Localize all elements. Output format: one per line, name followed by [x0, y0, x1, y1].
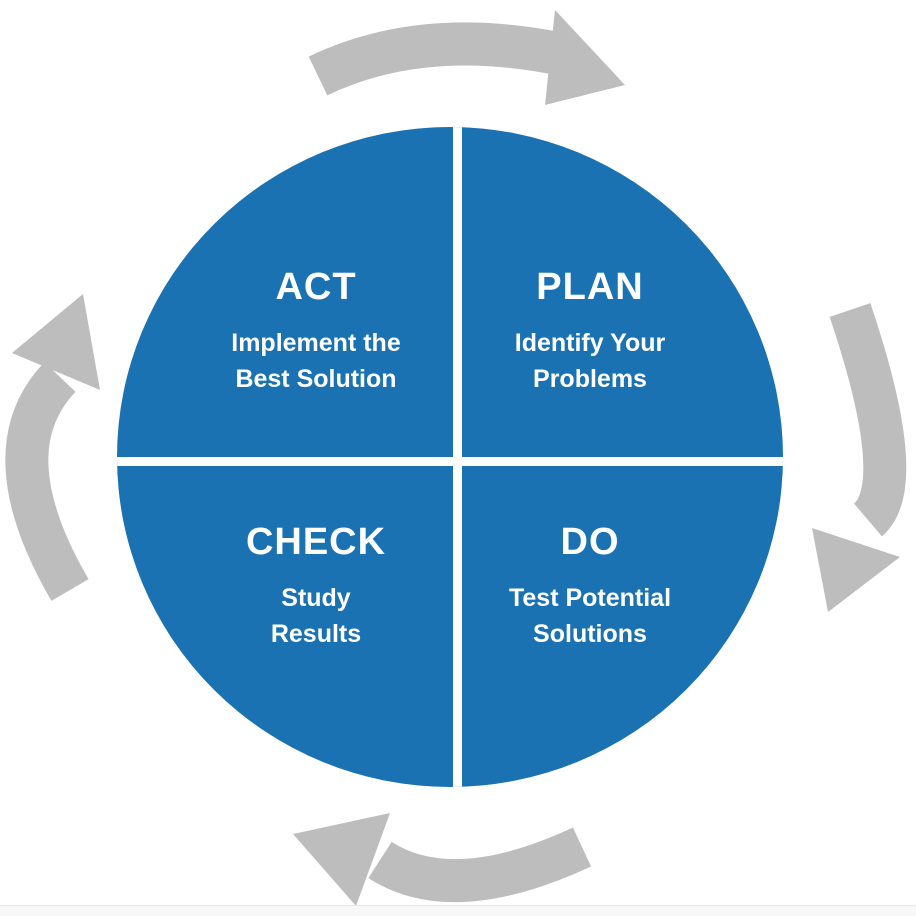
horizontal-divider	[117, 457, 783, 466]
cycle-circle	[117, 127, 783, 787]
curved-arrow-clockwise-right-icon	[812, 303, 907, 612]
quadrant-plan-subtitle: Identify Your Problems	[514, 329, 666, 393]
quadrant-plan-heading: PLAN	[536, 266, 644, 308]
curved-arrow-clockwise-bottom-icon	[293, 813, 592, 906]
quadrant-do: DO Test Potential Solutions	[440, 520, 740, 652]
curved-arrow-clockwise-left-icon	[5, 294, 100, 601]
quadrant-check-subtitle: Study Results	[270, 584, 362, 648]
quadrant-act: ACT Implement the Best Solution	[166, 265, 466, 397]
quadrant-do-heading: DO	[560, 521, 620, 563]
quadrant-do-subtitle: Test Potential Solutions	[508, 584, 672, 648]
quadrant-plan: PLAN Identify Your Problems	[440, 265, 740, 397]
quadrant-act-subtitle: Implement the Best Solution	[231, 329, 401, 393]
quadrant-act-heading: ACT	[275, 266, 357, 308]
quadrant-check: CHECK Study Results	[166, 520, 466, 652]
footer-strip	[0, 905, 916, 916]
curved-arrow-clockwise-top-icon	[308, 10, 625, 105]
quadrant-check-heading: CHECK	[245, 521, 387, 563]
